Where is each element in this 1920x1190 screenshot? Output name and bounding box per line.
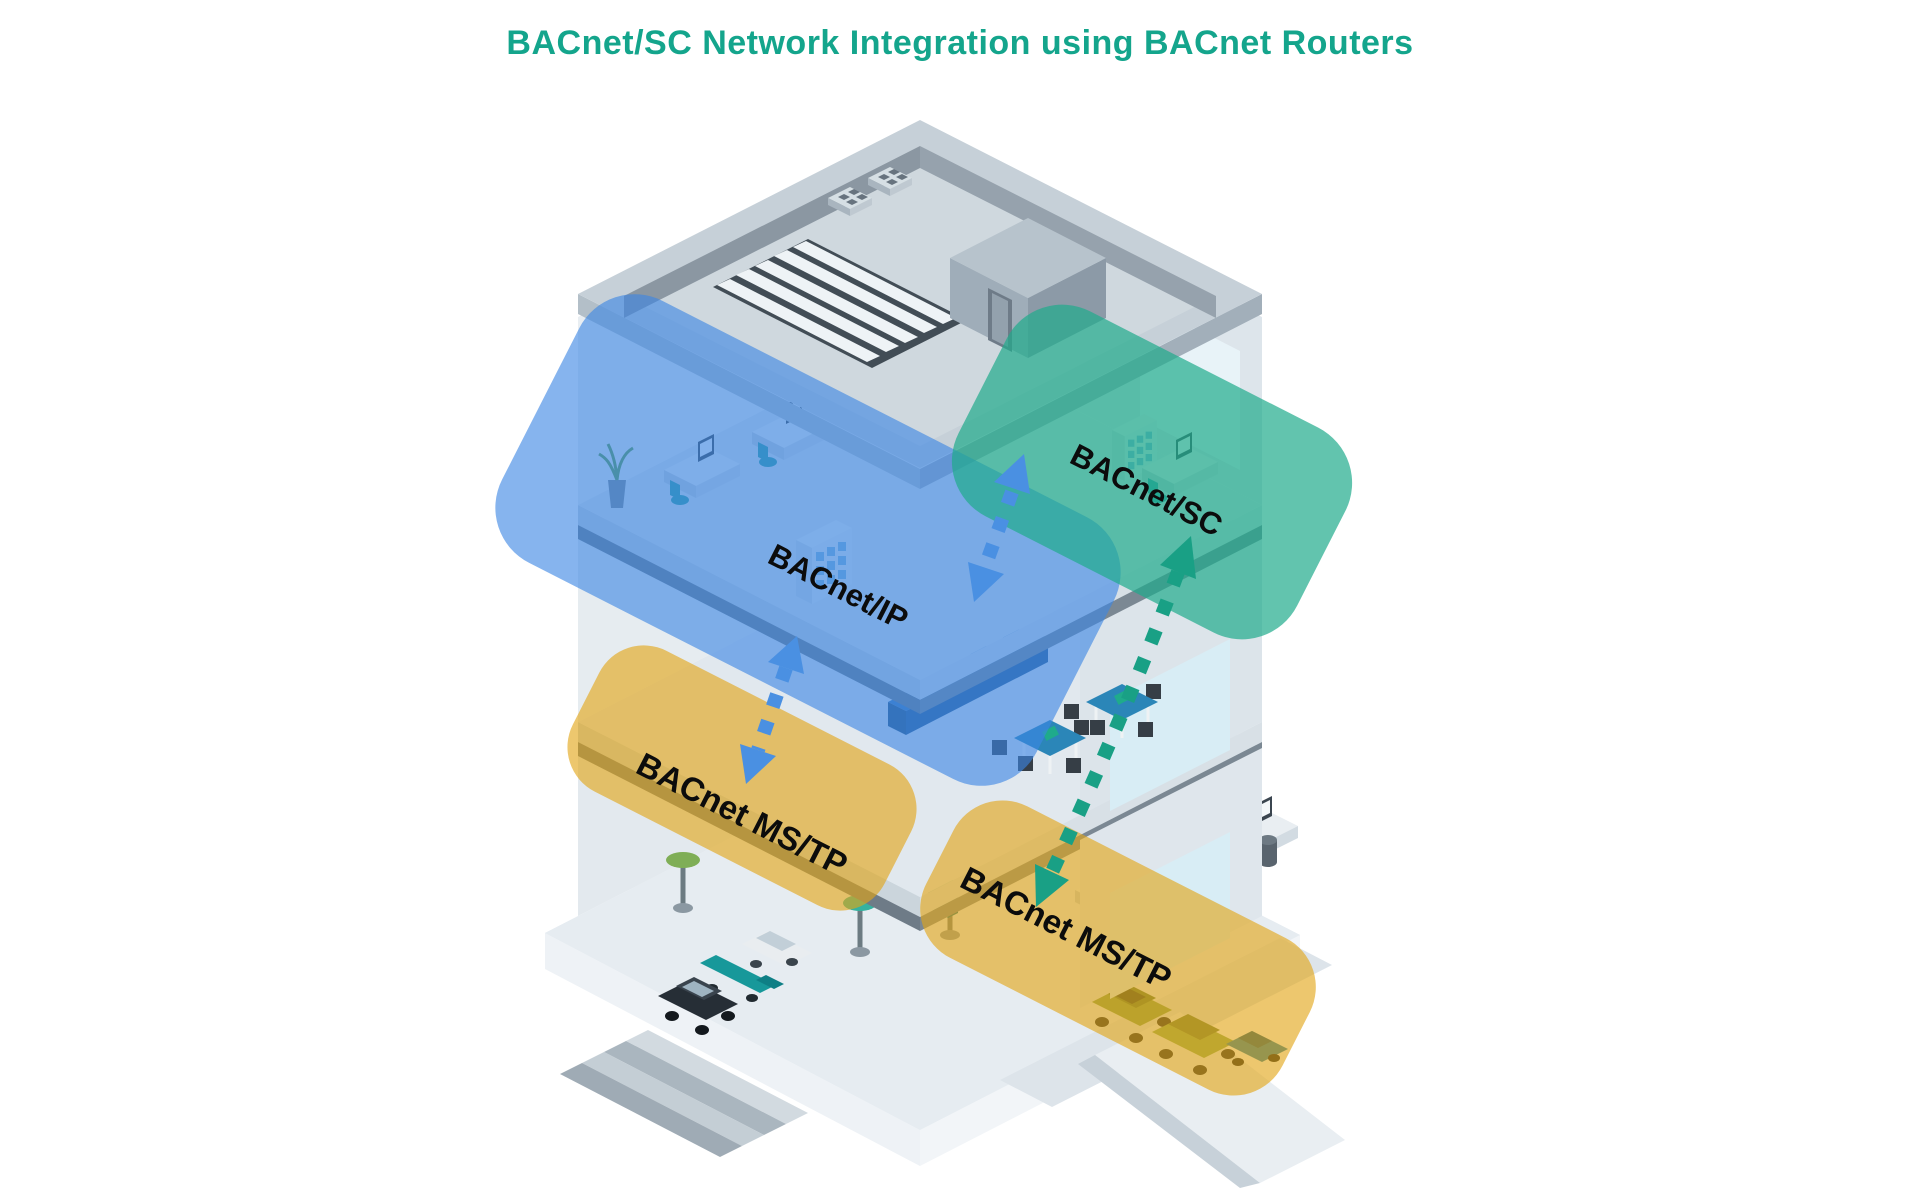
roof-skylight — [713, 239, 967, 368]
zone-bacnet-ip — [495, 294, 1121, 786]
link-sc-mstp — [1035, 536, 1196, 907]
zone-bacnet-mstp-left — [567, 645, 917, 911]
network-links — [740, 454, 1196, 907]
page-title: BACnet/SC Network Integration using BACn… — [506, 24, 1414, 62]
zone-bacnet-sc — [951, 304, 1353, 640]
zone-bacnet-mstp-right — [920, 800, 1316, 1096]
street-desks — [1075, 796, 1298, 925]
street-cars — [658, 931, 812, 1035]
roof-vents — [828, 167, 912, 216]
link-ip-mstp — [740, 636, 804, 784]
entrance-steps — [560, 1030, 808, 1157]
network-zones — [495, 294, 1353, 1096]
link-ip-sc — [968, 454, 1030, 602]
